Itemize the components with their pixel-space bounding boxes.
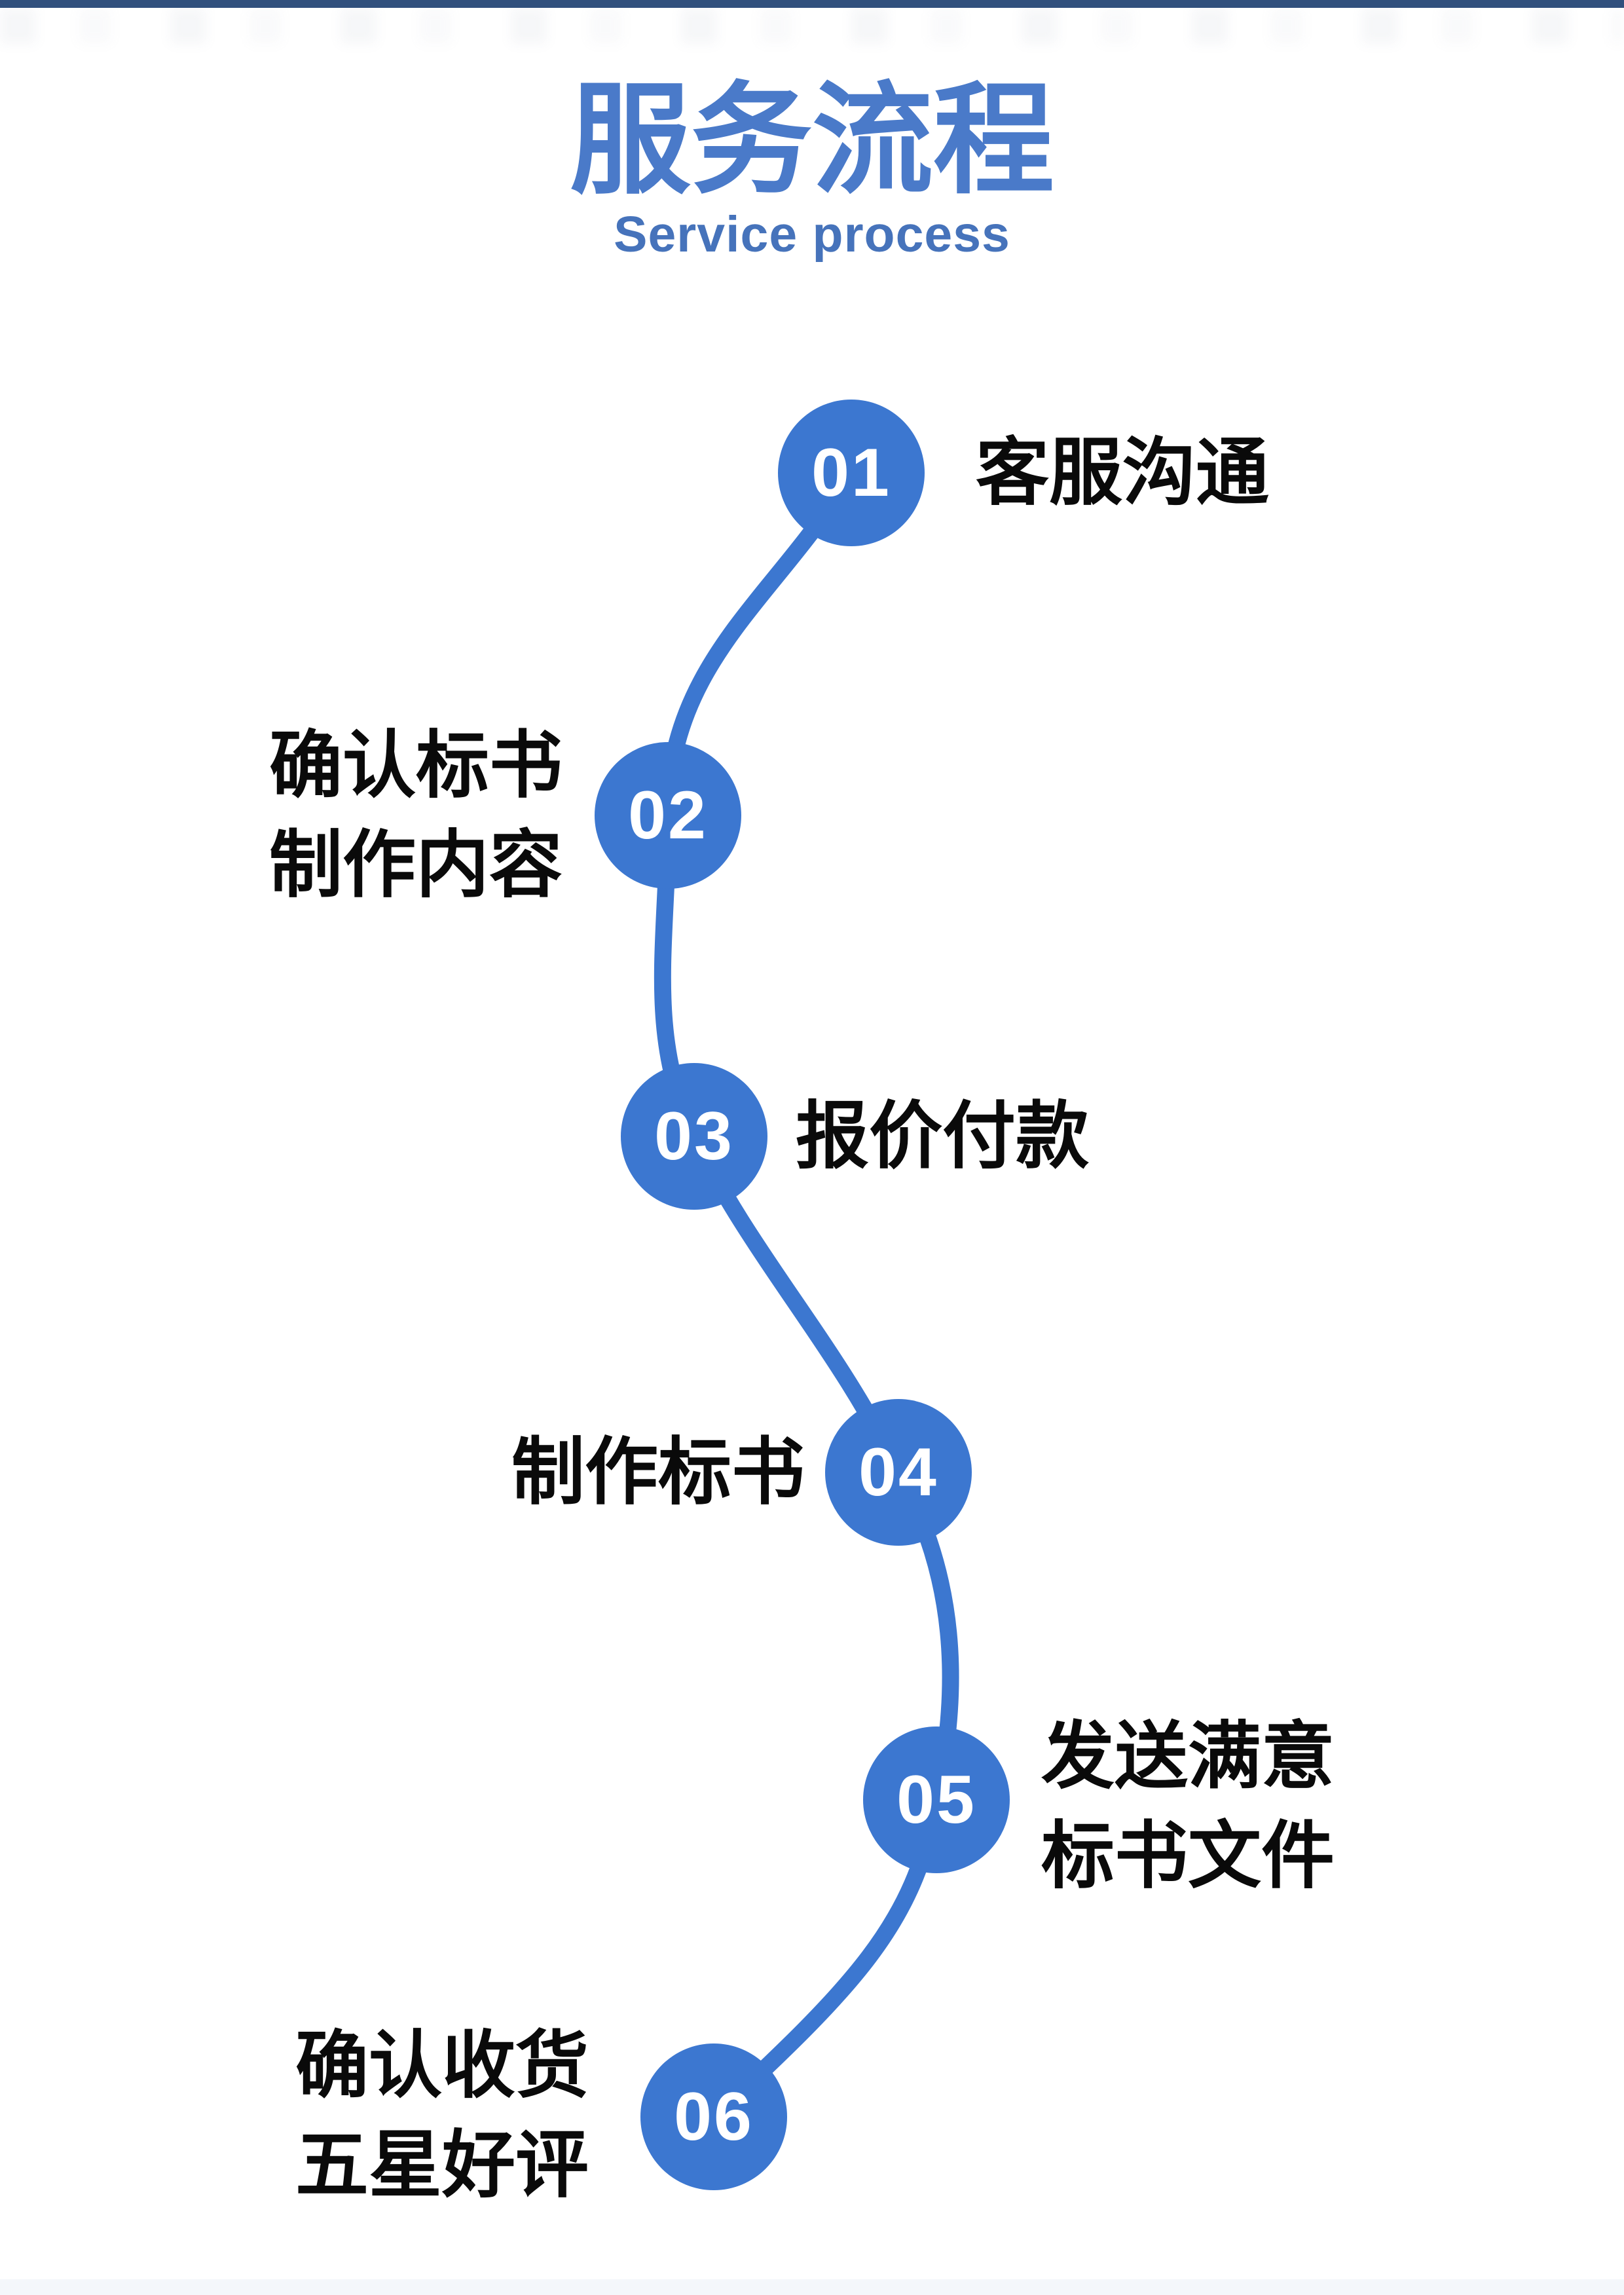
faded-watermark-band (0, 8, 1624, 44)
step-05-label-line: 标书文件 (1041, 1815, 1335, 1897)
step-04-label-line: 制作标书 (511, 1431, 805, 1513)
step-02-label-line: 制作内容 (269, 824, 563, 906)
step-01-number: 01 (811, 434, 891, 511)
step-05-label-line: 发送满意 (1041, 1715, 1335, 1797)
step-04-label: 制作标书 (494, 1423, 822, 1522)
step-06-circle: 06 (640, 2043, 787, 2190)
page-title: 服务流程 (570, 73, 1054, 208)
step-05-number: 05 (896, 1761, 976, 1838)
step-06-label: 确认收货 五星好评 (282, 2016, 602, 2215)
step-05-circle: 05 (863, 1726, 1010, 1873)
step-06-label-line: 确认收货 (295, 2024, 589, 2106)
step-01-label: 客服沟通 (976, 423, 1269, 523)
top-accent-bar (0, 0, 1624, 8)
step-02-number: 02 (628, 777, 708, 853)
step-04-number: 04 (858, 1434, 938, 1510)
step-02-label: 确认标书 制作内容 (252, 716, 580, 915)
step-06-number: 06 (674, 2078, 754, 2155)
step-04-circle: 04 (825, 1399, 972, 1546)
bottom-strip (0, 2279, 1624, 2295)
step-03-circle: 03 (621, 1063, 767, 1210)
step-06-label-line: 五星好评 (295, 2124, 589, 2206)
step-05-label: 发送满意 标书文件 (1041, 1707, 1335, 1906)
step-03-number: 03 (654, 1098, 734, 1174)
step-02-label-line: 确认标书 (269, 724, 563, 806)
page-subtitle: Service process (614, 206, 1010, 263)
step-02-circle: 02 (595, 742, 741, 889)
step-01-circle: 01 (778, 400, 925, 546)
step-03-label: 报价付款 (796, 1087, 1089, 1186)
step-03-label-line: 报价付款 (796, 1095, 1089, 1177)
step-01-label-line: 客服沟通 (976, 432, 1269, 513)
